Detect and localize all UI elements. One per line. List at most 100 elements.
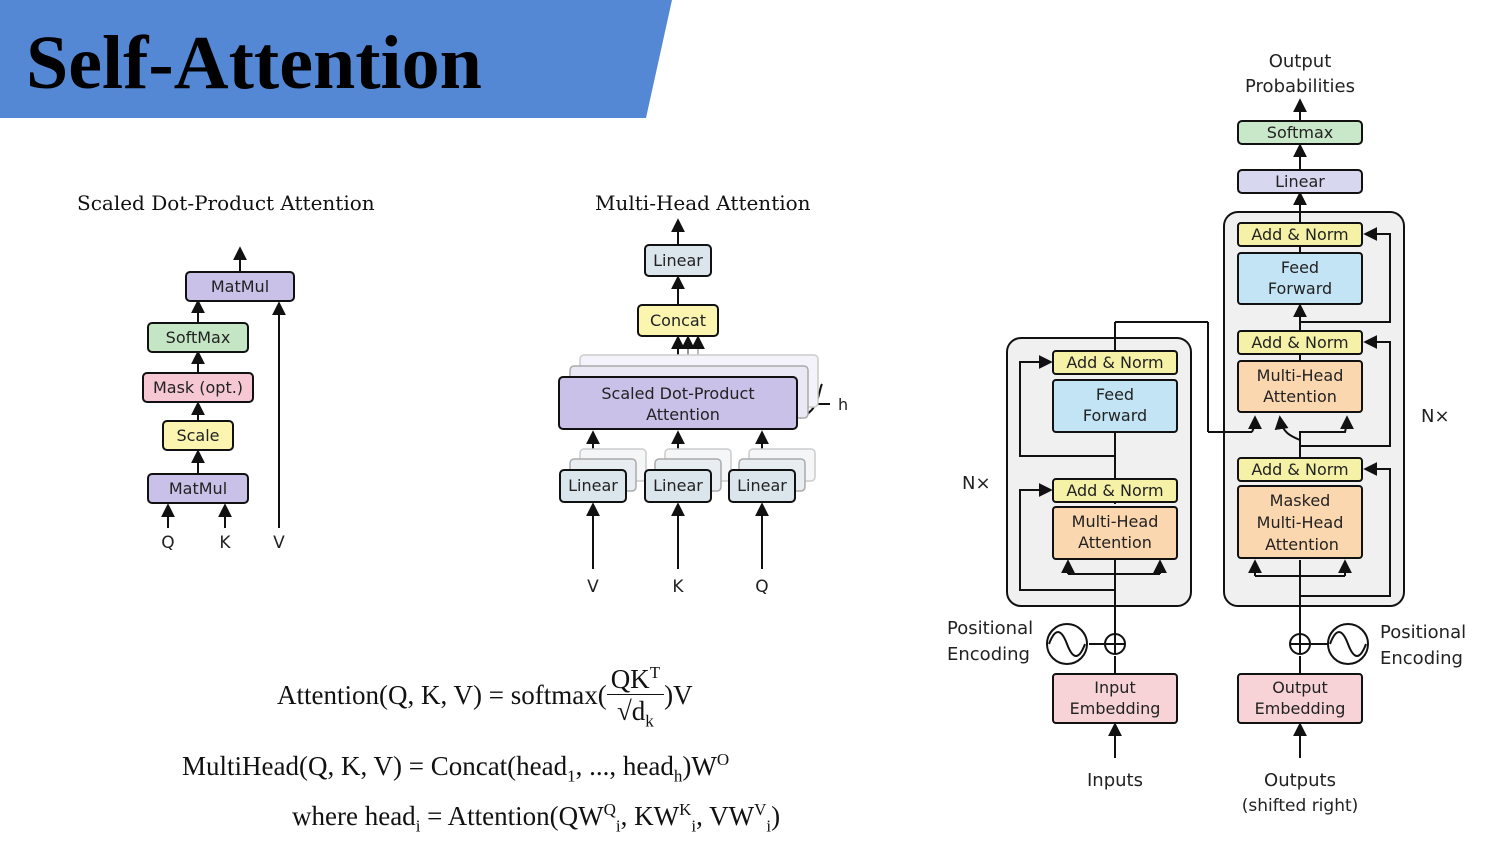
mha-heads-label: h [838,395,848,414]
dec-add-norm-mid-label: Add & Norm [1251,333,1348,352]
enc-nx-label: N× [962,473,991,494]
dec-add-norm-bottom-rect [1237,457,1363,482]
enc-mha-label-1: Multi-Head [1072,512,1159,531]
sdpa-mask-rect [142,372,254,403]
sdpa-scale-label: Scale [176,426,219,445]
enc-mha-block: Multi-Head Attention [1052,506,1178,560]
enc-add-norm-top-rect [1052,350,1178,375]
attention-fraction-num-sup: T [649,663,661,682]
dec-sine-wave-icon [1327,623,1369,665]
enc-mha-rect [1052,506,1178,560]
multihead-formula-lhs: MultiHead(Q, K, V) = Concat(head [182,751,568,781]
mha-concat-rect [637,304,719,337]
encoder-layer-bg [1006,337,1192,607]
title-band [0,0,672,118]
dec-add-norm-top-rect [1237,222,1363,247]
sdpa-input-k: K [219,533,231,553]
multihead-formula: MultiHead(Q, K, V) = Concat(head1, ..., … [182,750,729,786]
mha-linear-q-label: Linear [737,476,787,495]
mha-linear-top-rect [644,244,712,277]
sdpa-matmul-top-block: MatMul [185,271,295,302]
dec-embedding-label-1: Output [1272,678,1328,697]
sdpa-matmul-bottom-rect [147,473,249,504]
attention-fraction-den: √d [616,696,646,726]
dec-pos-label-2: Encoding [1380,648,1463,669]
sdpa-scale-block: Scale [162,420,234,451]
enc-add-norm-bottom-rect [1052,478,1178,503]
mha-input-k: K [672,577,684,597]
multihead-formula-subh: h [673,766,683,786]
sdpa-mask-label: Mask (opt.) [153,378,243,397]
multihead-formula-sub1: 1 [567,766,576,786]
enc-add-norm-bottom-block: Add & Norm [1052,478,1178,503]
mha-linear-q-rect [728,469,796,503]
dec-add-norm-mid-rect [1237,330,1363,355]
tf-softmax-label: Softmax [1267,123,1333,142]
dec-masked-mha-label-3: Attention [1265,535,1339,554]
enc-feed-forward-rect [1052,379,1178,433]
sdpa-scale-rect [162,420,234,451]
attention-fraction-num: QK [610,664,650,694]
mha-input-v: V [587,577,599,597]
multihead-formula-rhs: )W [682,751,717,781]
enc-add-norm-top-label: Add & Norm [1066,353,1163,372]
multihead-formula-sup: O [716,750,730,769]
mha-linear-top-block: Linear [644,244,712,277]
dec-pos-label-1: Positional [1380,622,1466,643]
sdpa-input-v: V [273,533,285,553]
attention-formula-rhs: )V [664,679,693,710]
mha-linear-v-label: Linear [568,476,618,495]
enc-pos-label-2: Encoding [947,644,1030,665]
head-formula-sub-i: i [415,816,421,836]
enc-pos-label-1: Positional [947,618,1033,639]
sdpa-matmul-top-rect [185,271,295,302]
enc-sine-wave-icon [1046,623,1088,665]
enc-plus-icon [1104,633,1126,655]
enc-feed-forward-label-2: Forward [1083,406,1147,425]
attention-formula: Attention(Q, K, V) = softmax(QKT√dk)V [277,658,693,737]
dec-plus-icon [1289,633,1311,655]
dec-embedding-label-2: Embedding [1255,699,1346,718]
attention-fraction: QKT√dk [606,658,665,737]
sdpa-input-q: Q [161,533,174,553]
head-formula-sup-q: Q [603,800,616,819]
transformer-connectors [1019,98,1391,758]
sdpa-diagram [161,246,286,528]
enc-add-norm-bottom-label: Add & Norm [1066,481,1163,500]
head-formula-sub-k: i [691,816,697,836]
mha-title: Multi-Head Attention [595,191,811,215]
mha-linear-v-block: Linear [559,448,647,503]
dec-add-norm-bottom-block: Add & Norm [1237,457,1363,482]
mha-linear-q-block: Linear [728,448,816,503]
slide-title: Self-Attention [26,21,482,105]
head-formula-mid1: = Attention(QW [420,801,604,831]
mha-linear-top-label: Linear [653,251,703,270]
attention-formula-lhs: Attention(Q, K, V) = softmax( [277,679,607,710]
dec-outputs-label-2: (shifted right) [1242,796,1359,816]
attention-fraction-den-sub: k [645,711,654,731]
head-formula-mid2: , KW [620,801,680,831]
mha-sdpa-label-2: Attention [646,405,720,424]
dec-nx-label: N× [1421,406,1450,427]
dec-feed-forward-rect [1237,252,1363,305]
head-formula-rhs: ) [771,801,781,831]
sdpa-softmax-label: SoftMax [166,328,231,347]
dec-outputs-label-1: Outputs [1264,770,1336,791]
sdpa-mask-block: Mask (opt.) [142,372,254,403]
head-formula-sup-k: K [679,800,692,819]
dec-feed-forward-block: Feed Forward [1237,252,1363,305]
head-formula-mid3: , VW [696,801,755,831]
mha-linear-k-block: Linear [644,448,732,503]
enc-feed-forward-block: Feed Forward [1052,379,1178,433]
mha-input-q: Q [755,577,768,597]
tf-output-label-2: Probabilities [1245,76,1355,97]
dec-masked-mha-block: Masked Multi-Head Attention [1237,485,1363,559]
dec-embedding-rect [1237,673,1363,724]
mha-linear-v-rect [559,469,627,503]
multihead-formula-mid: , ..., head [575,751,674,781]
mha-sdpa-rect [558,376,798,430]
enc-embedding-rect [1052,673,1178,724]
dec-feed-forward-label-1: Feed [1281,258,1319,277]
mha-sdpa-stack: Scaled Dot-Product Attention [558,354,819,430]
